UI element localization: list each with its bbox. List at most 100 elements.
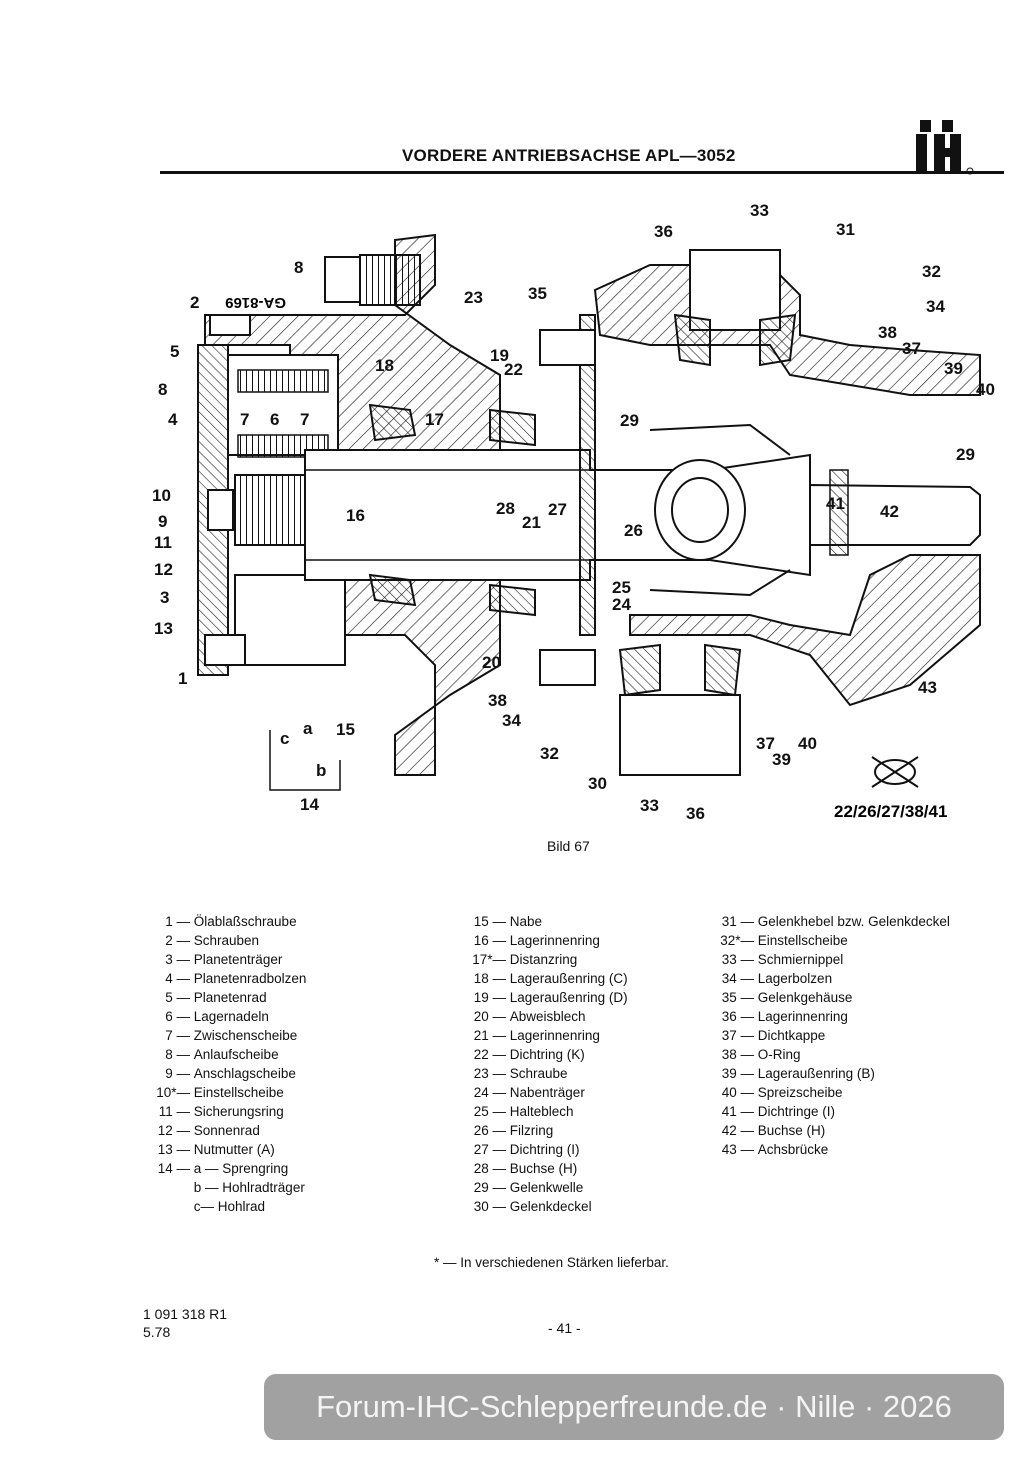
legend-text: Nabe [509,914,543,929]
legend-text: Anschlagscheibe [193,1066,296,1081]
legend-number: 24 — [473,1085,506,1100]
legend-row: 12 — Sonnenrad [140,1121,306,1140]
legend-row: 3 — Planetenträger [140,950,306,969]
legend-row: 21 — Lagerinnenring [458,1026,628,1045]
callout: 7 [300,410,309,429]
legend-row: 28 — Buchse (H) [458,1159,628,1178]
legend-number [140,1197,190,1216]
callout: 8 [158,380,167,399]
legend-text: Nutmutter (A) [193,1142,275,1157]
legend-number: 33 — [721,952,754,967]
crossed-circle-icon [871,756,919,788]
callout: c [280,729,289,748]
callout: 1 [178,669,187,688]
legend-number: 39 — [721,1066,754,1081]
callout: 37 [756,734,775,753]
diagram-code: 22/26/27/38/41 [834,802,947,821]
legend-text: Filzring [509,1123,554,1138]
legend-text: b — Hohlradträger [193,1180,305,1195]
diagram-stamp: GA-8169 [225,294,286,311]
legend-row: 14 — a — Sprengring [140,1159,306,1178]
legend-row: 19 — Lageraußenring (D) [458,988,628,1007]
legend-row: 7 — Zwischenscheibe [140,1026,306,1045]
legend-text: Lagerinnenring [509,933,600,948]
header-rule [160,171,1004,174]
legend-text: Anlaufscheibe [193,1047,279,1062]
legend-number: 2 — [165,933,190,948]
callout: 16 [346,506,365,525]
callout: 13 [154,619,173,638]
legend-row: 17*— Distanzring [458,950,628,969]
legend-text: Nabenträger [509,1085,585,1100]
callout: 3 [160,588,169,607]
legend-row: 41 — Dichtringe (I) [706,1102,950,1121]
legend-text: Buchse (H) [757,1123,826,1138]
legend-row: 16 — Lagerinnenring [458,931,628,950]
callout: 40 [976,380,995,399]
legend-row: 20 — Abweisblech [458,1007,628,1026]
legend-row: b — Hohlradträger [140,1178,306,1197]
legend-text: Gelenkgehäuse [757,990,853,1005]
callout: 37 [902,339,921,358]
callout-group: 1 2 3 4 5 6 7 7 8 8 9 10 11 12 13 14 15 … [152,201,995,823]
page-number: - 41 - [548,1320,581,1336]
legend-row: c— Hohlrad [140,1197,306,1216]
callout: 36 [686,804,705,823]
legend-text: Achsbrücke [757,1142,829,1157]
legend-text: Dichtring (K) [509,1047,585,1062]
legend-row: 4 — Planetenradbolzen [140,969,306,988]
legend-row: 39 — Lageraußenring (B) [706,1064,950,1083]
callout: 24 [612,595,631,614]
legend-number: 28 — [473,1161,506,1176]
callout: 32 [540,744,559,763]
legend-row: 29 — Gelenkwelle [458,1178,628,1197]
legend-text: Dichtring (I) [509,1142,580,1157]
legend-number: 3 — [165,952,190,967]
legend-number: 7 — [165,1028,190,1043]
legend-text: Distanzring [509,952,578,967]
axle-cross-section-diagram: GA-8169 1 2 3 4 5 6 7 7 8 8 9 10 11 12 1… [152,201,995,823]
legend-row: 25 — Halteblech [458,1102,628,1121]
legend-text: Einstellscheibe [193,1085,284,1100]
legend-row: 10*— Einstellscheibe [140,1083,306,1102]
legend-row: 34 — Lagerbolzen [706,969,950,988]
watermark-banner: Forum-IHC-Schlepperfreunde.de · Nille · … [264,1374,1004,1440]
legend-text: Lagerinnenring [509,1028,600,1043]
legend-number: 35 — [721,990,754,1005]
callout: 29 [956,445,975,464]
callout: 8 [294,258,303,277]
legend-text: a — Sprengring [193,1161,289,1176]
legend-text: Lageraußenring (D) [509,990,628,1005]
legend-text: Sonnenrad [193,1123,260,1138]
legend-row: 1 — Ölablaßschraube [140,912,306,931]
callout: 6 [270,410,279,429]
legend-number: 20 — [473,1009,506,1024]
legend-row: 40 — Spreizscheibe [706,1083,950,1102]
callout: 19 [490,346,509,365]
legend-row: 42 — Buchse (H) [706,1121,950,1140]
legend-number: 10*— [156,1085,190,1100]
footnote: * — In verschiedenen Stärken lieferbar. [434,1255,669,1270]
legend-row: 37 — Dichtkappe [706,1026,950,1045]
callout: 33 [750,201,769,220]
figure-caption: Bild 67 [547,838,590,854]
callout: 14 [300,795,319,814]
callout: 4 [168,410,178,429]
legend-number: 29 — [473,1180,506,1195]
callout: 28 [496,499,515,518]
callout: 32 [922,262,941,281]
legend-text: Halteblech [509,1104,574,1119]
callout: 35 [528,284,547,303]
legend-row: 38 — O-Ring [706,1045,950,1064]
legend-number: 8 — [165,1047,190,1062]
legend-row: 18 — Lageraußenring (C) [458,969,628,988]
legend-row: 23 — Schraube [458,1064,628,1083]
legend-number: 4 — [165,971,190,986]
legend-number: 13 — [157,1142,190,1157]
doc-number: 1 091 318 R1 [143,1306,228,1322]
legend-number: 21 — [473,1028,506,1043]
legend-number: 34 — [721,971,754,986]
legend-number: 6 — [165,1009,190,1024]
legend-number [140,1178,190,1197]
